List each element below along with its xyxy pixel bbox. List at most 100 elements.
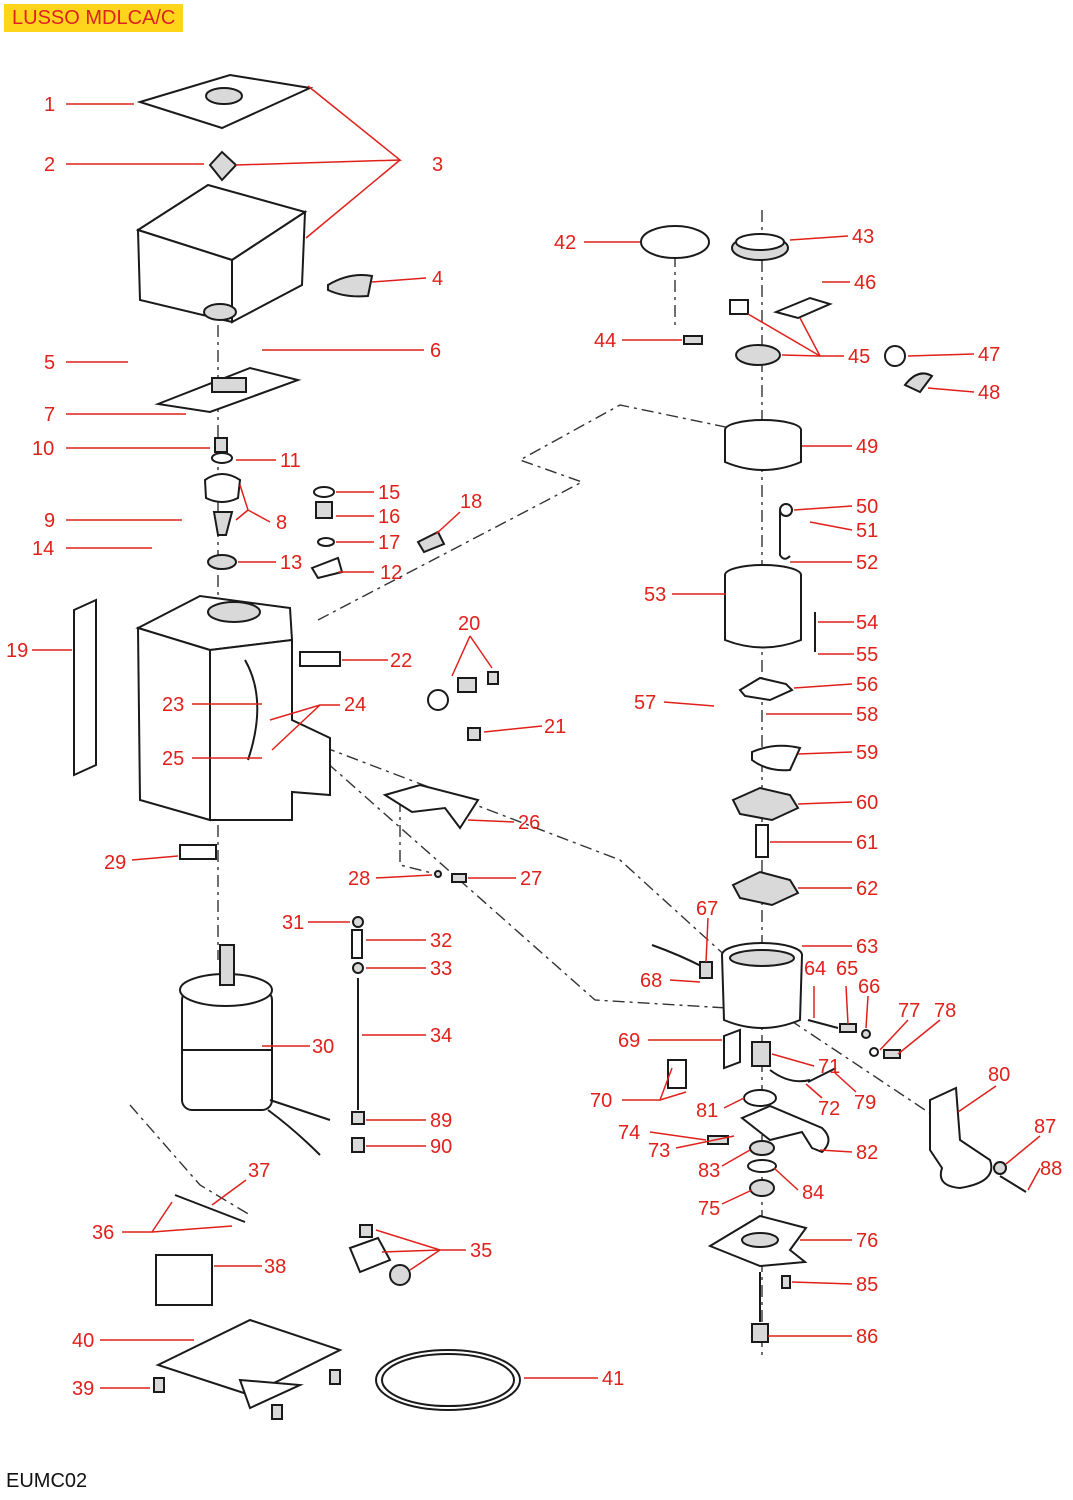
microswitch-part — [651, 944, 713, 979]
callout-40: 40 — [72, 1330, 94, 1352]
callout-46: 46 — [854, 272, 876, 294]
callout-39: 39 — [72, 1378, 94, 1400]
labels-part — [179, 651, 341, 860]
callout-78: 78 — [934, 1000, 956, 1022]
callout-73: 73 — [648, 1140, 670, 1162]
callout-26: 26 — [518, 812, 540, 834]
disc-part — [640, 225, 710, 259]
hopper-part — [135, 183, 308, 324]
callout-76: 76 — [856, 1230, 878, 1252]
callout-64: 64 — [804, 958, 826, 980]
callout-60: 60 — [856, 792, 878, 814]
leader-lines — [32, 85, 1041, 1389]
doser-ring-part — [724, 419, 802, 471]
callout-11: 11 — [280, 450, 301, 472]
callout-34: 34 — [430, 1025, 452, 1047]
rod-part — [174, 1194, 246, 1223]
callout-21: 21 — [544, 716, 566, 738]
base-frame-part — [153, 1318, 343, 1420]
bolt-part — [751, 1272, 791, 1343]
callout-62: 62 — [856, 878, 878, 900]
callout-16: 16 — [378, 506, 400, 528]
callout-22: 22 — [390, 650, 412, 672]
callout-44: 44 — [594, 330, 616, 352]
callout-77: 77 — [898, 1000, 920, 1022]
callout-30: 30 — [312, 1036, 334, 1058]
doser-chamber-part — [724, 564, 802, 649]
callout-86: 86 — [856, 1326, 878, 1348]
callout-68: 68 — [640, 970, 662, 992]
callout-71: 71 — [818, 1056, 840, 1078]
callout-69: 69 — [618, 1030, 640, 1052]
callout-70: 70 — [590, 1090, 612, 1112]
callout-61: 61 — [856, 832, 878, 854]
callout-29: 29 — [104, 852, 126, 874]
callout-56: 56 — [856, 674, 878, 696]
callout-5: 5 — [44, 352, 55, 374]
plate-part — [723, 1028, 741, 1070]
star-wheel-part — [731, 786, 800, 907]
threaded-rod-part — [351, 916, 365, 1153]
callout-17: 17 — [378, 532, 400, 554]
callout-42: 42 — [554, 232, 576, 254]
callout-28: 28 — [348, 868, 370, 890]
callout-79: 79 — [854, 1092, 876, 1114]
callout-88: 88 — [1040, 1158, 1062, 1180]
tamper-part — [929, 1086, 1027, 1193]
callout-52: 52 — [856, 552, 878, 574]
drawing-code: EUMC02 — [6, 1470, 88, 1492]
callout-14: 14 — [32, 538, 54, 560]
callout-24: 24 — [344, 694, 366, 716]
spring-pins-part — [807, 1019, 901, 1059]
callout-1: 1 — [44, 94, 55, 116]
hopper-gate-part — [327, 274, 374, 298]
callout-9: 9 — [44, 510, 55, 532]
star-vane-part — [738, 612, 816, 702]
callout-55: 55 — [856, 644, 878, 666]
callout-85: 85 — [856, 1274, 878, 1296]
callout-4: 4 — [432, 268, 443, 290]
grinder-burr-part — [203, 437, 242, 570]
callout-8: 8 — [276, 512, 287, 534]
doser-body-part — [721, 942, 803, 1029]
callout-90: 90 — [430, 1136, 452, 1158]
callout-32: 32 — [430, 930, 452, 952]
callout-74: 74 — [618, 1122, 640, 1144]
callout-7: 7 — [44, 404, 55, 426]
callout-54: 54 — [856, 612, 878, 634]
callout-6: 6 — [430, 340, 441, 362]
callout-27: 27 — [520, 868, 542, 890]
portafilter-fork-part — [382, 783, 480, 883]
callout-3: 3 — [432, 154, 443, 176]
callout-12: 12 — [380, 562, 402, 584]
callout-45: 45 — [848, 346, 870, 368]
callout-57: 57 — [634, 692, 656, 714]
switch-part — [427, 671, 499, 741]
base-plate-part — [707, 1214, 808, 1268]
callout-35: 35 — [470, 1240, 492, 1262]
wire-spring-part — [779, 503, 793, 560]
callout-49: 49 — [856, 436, 878, 458]
callout-38: 38 — [264, 1256, 286, 1278]
callout-25: 25 — [162, 748, 184, 770]
callout-83: 83 — [698, 1160, 720, 1182]
callout-31: 31 — [282, 912, 304, 934]
callout-41: 41 — [602, 1368, 624, 1390]
callout-89: 89 — [430, 1110, 452, 1132]
callout-18: 18 — [460, 491, 482, 513]
callout-labels: 1 2 3 4 5 6 7 8 9 10 11 12 13 14 15 16 1… — [6, 94, 1062, 1400]
spring-71-part — [751, 1041, 837, 1083]
lid-knob-part — [208, 150, 238, 182]
callout-51: 51 — [856, 520, 878, 542]
callout-53: 53 — [644, 584, 666, 606]
callout-72: 72 — [818, 1098, 840, 1120]
bushing-stack-part — [310, 486, 446, 580]
switch-70-part — [667, 1059, 687, 1089]
relay-part — [155, 1254, 213, 1306]
callout-87: 87 — [1034, 1116, 1056, 1138]
callout-59: 59 — [856, 742, 878, 764]
callout-2: 2 — [44, 154, 55, 176]
callout-81: 81 — [696, 1100, 718, 1122]
callout-80: 80 — [988, 1064, 1010, 1086]
